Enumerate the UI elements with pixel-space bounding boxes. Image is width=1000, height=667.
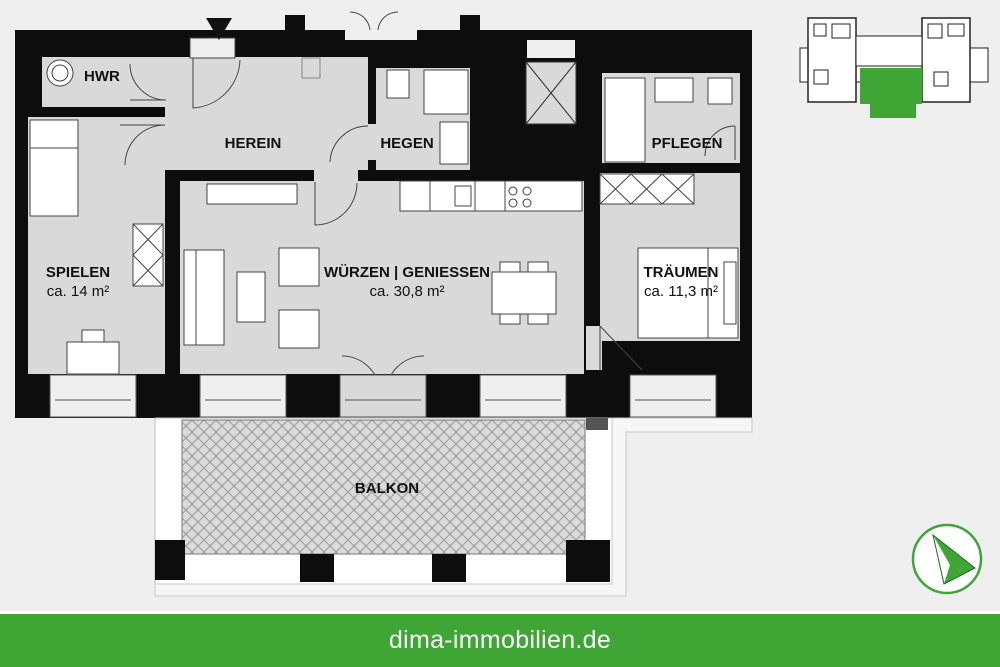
room-label-hwr: HWR	[84, 68, 120, 85]
desk-spielen	[66, 341, 120, 375]
room-label-wuerzen: WÜRZEN | GENIESSEN	[324, 264, 490, 281]
kitchen-counter	[399, 180, 583, 212]
room-label-pflegen: PFLEGEN	[652, 135, 723, 152]
bed-spielen	[29, 119, 79, 217]
room-label-balkon: BALKON	[355, 480, 419, 497]
website-link[interactable]: dima-immobilien.de	[388, 626, 612, 654]
entrance-arrow-icon	[206, 18, 232, 40]
footer-divider	[0, 611, 1000, 614]
room-label-hegen: HEGEN	[380, 135, 433, 152]
bed-traeumen	[637, 247, 739, 339]
furniture	[29, 57, 739, 375]
room-label-traeumen: TRÄUMEN	[644, 264, 719, 281]
windows	[49, 374, 717, 418]
sofa	[183, 249, 225, 346]
room-area-wuerzen: ca. 30,8 m²	[369, 283, 444, 300]
room-area-traeumen: ca. 11,3 m²	[644, 283, 718, 300]
footer-bar: dima-immobilien.de	[0, 614, 1000, 667]
north-compass-icon	[911, 523, 983, 595]
washing-machine	[46, 59, 74, 87]
balcony	[154, 417, 753, 597]
room-label-spielen: SPIELEN	[46, 264, 110, 281]
floor-herein	[165, 57, 368, 170]
room-label-herein: HEREIN	[225, 135, 282, 152]
floor-plan: HWR HEREIN HEGEN PFLEGEN SPIELEN ca. 14 …	[15, 11, 989, 597]
building-keyplan-icon	[799, 17, 989, 118]
room-area-spielen: ca. 14 m²	[47, 283, 110, 300]
dining-table	[491, 271, 557, 315]
